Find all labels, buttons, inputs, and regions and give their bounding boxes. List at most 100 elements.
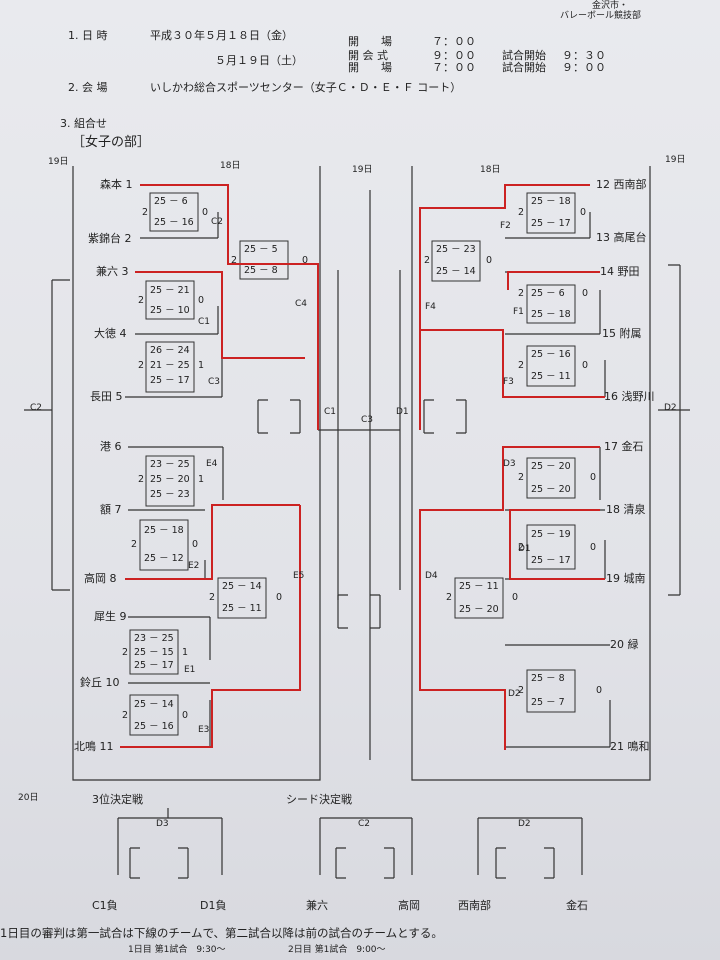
team-left-10: 鈴丘 10 — [80, 676, 120, 689]
score-m16-set2: 25 － 20 — [459, 604, 499, 615]
score-m15-left: 2 — [518, 542, 525, 553]
score-m10-left: 2 — [518, 207, 525, 218]
score-m8-set2: 25 － 15 — [134, 647, 174, 658]
score-m4-set3: 25 － 17 — [150, 375, 190, 386]
red-path-okubo — [135, 271, 305, 359]
info-open-1: 開 場 — [348, 35, 392, 48]
score-box-m3 — [145, 280, 195, 320]
score-m13-set1: 25 － 16 — [531, 349, 571, 360]
team-left-6: 港 6 — [100, 440, 122, 453]
team-left-4: 大徳 4 — [94, 327, 127, 340]
score-m7-set1: 25 － 14 — [222, 581, 262, 592]
score-m12-set1: 25 － 6 — [531, 288, 565, 299]
team-right-20: 20 緑 — [610, 638, 639, 651]
team-right-19: 19 城南 — [606, 572, 646, 585]
court-e3: E3 — [198, 725, 210, 735]
info-open-2: 開 場 — [348, 61, 392, 74]
score-m1-set2: 25 － 16 — [154, 217, 194, 228]
third-court: D3 — [156, 819, 169, 829]
empty-box-c1 — [257, 399, 301, 434]
left-first-round — [204, 212, 224, 747]
score-box-m6 — [139, 519, 189, 571]
bottom-box-1 — [129, 847, 189, 879]
score-m12-left: 2 — [518, 288, 525, 299]
court-f3: F3 — [503, 377, 514, 387]
score-m9-set1: 25 － 14 — [134, 699, 174, 710]
day-18-left: 18日 — [220, 161, 241, 171]
info-date-2: ５月１９日（土） — [215, 54, 303, 67]
score-m5-set3: 25 － 23 — [150, 489, 190, 500]
score-m5-right: 1 — [198, 474, 205, 485]
team-right-21: 21 鳴和 — [610, 740, 650, 753]
info-ceremony: 開 会 式 — [348, 49, 388, 62]
court-c1-center: C1 — [324, 407, 337, 417]
red-path-takaoka — [125, 504, 300, 580]
red-path-asano — [420, 329, 605, 398]
score-m3-set2: 25 － 10 — [150, 305, 190, 316]
court-c1: C1 — [198, 317, 211, 327]
score-m15-set2: 25 － 17 — [531, 555, 571, 566]
team-right-15: 15 附属 — [602, 327, 642, 340]
score-m11-set2: 25 － 14 — [436, 266, 476, 277]
court-f4: F4 — [425, 302, 436, 312]
score-box-m8 — [129, 629, 179, 675]
section-title: ［女子の部］ — [72, 135, 151, 150]
score-m6-left: 2 — [131, 539, 138, 550]
right-first-round — [589, 212, 611, 747]
score-m2-left: 2 — [231, 255, 238, 266]
score-m3-right: 0 — [198, 295, 205, 306]
score-m11-right: 0 — [486, 255, 493, 266]
score-m1-left: 2 — [142, 207, 149, 218]
score-m13-right: 0 — [582, 360, 589, 371]
score-m6-set1: 25 － 18 — [144, 525, 184, 536]
empty-box-final — [337, 594, 381, 629]
score-m8-set1: 23 － 25 — [134, 633, 174, 644]
score-m7-left: 2 — [209, 592, 216, 603]
empty-box-d1 — [423, 399, 467, 434]
team-left-9: 犀生 9 — [94, 610, 127, 623]
seed-title: シード決定戦 — [286, 793, 352, 806]
score-m9-right: 0 — [182, 710, 189, 721]
left-outer-c2 — [24, 279, 70, 591]
score-box-m16 — [454, 577, 504, 619]
score-m14-right: 0 — [590, 472, 597, 483]
right-team-b: 金石 — [566, 899, 588, 912]
info-open-2-time: ７：００ — [432, 61, 476, 74]
score-m5-set1: 23 － 25 — [150, 459, 190, 470]
team-left-2: 紫錦台 2 — [88, 232, 132, 245]
info-date-label: 1. 日 時 — [68, 29, 108, 42]
score-m4-set2: 21 － 25 — [150, 360, 190, 371]
score-m2-set2: 25 － 8 — [244, 265, 278, 276]
day-19-center: 19日 — [352, 165, 373, 175]
info-start-2-label: 試合開始 — [502, 61, 546, 74]
court-f1: F1 — [513, 307, 524, 317]
score-m7-set2: 25 － 11 — [222, 603, 262, 614]
right-bottom-bracket — [477, 817, 583, 875]
team-right-14: 14 野田 — [600, 265, 640, 278]
red-path-right-top — [419, 184, 590, 430]
score-m15-right: 0 — [590, 542, 597, 553]
score-m5-set2: 25 － 20 — [150, 474, 190, 485]
score-m14-set2: 25 － 20 — [531, 484, 571, 495]
score-m11-set1: 25 － 23 — [436, 244, 476, 255]
score-m17-left: 2 — [518, 685, 525, 696]
score-m13-left: 2 — [518, 360, 525, 371]
score-box-m15 — [526, 524, 576, 570]
info-start-1-label: 試合開始 — [502, 49, 546, 62]
info-open-1-time: ７：００ — [432, 35, 476, 48]
score-m12-set2: 25 － 18 — [531, 309, 571, 320]
score-m14-set1: 25 － 20 — [531, 461, 571, 472]
day-19-right: 19日 — [665, 155, 686, 165]
court-e2: E2 — [188, 561, 200, 571]
red-path-noda — [507, 271, 600, 290]
score-m16-left: 2 — [446, 592, 453, 603]
seed-team-a: 兼六 — [306, 899, 328, 912]
score-box-m17 — [526, 669, 576, 713]
score-box-m14 — [526, 457, 576, 499]
score-m3-left: 2 — [138, 295, 145, 306]
day-19-left: 19日 — [48, 157, 69, 167]
score-m10-right: 0 — [580, 207, 587, 218]
day-18-right: 18日 — [480, 165, 501, 175]
seed-court: C2 — [358, 819, 371, 829]
bottom-box-3 — [495, 847, 555, 879]
